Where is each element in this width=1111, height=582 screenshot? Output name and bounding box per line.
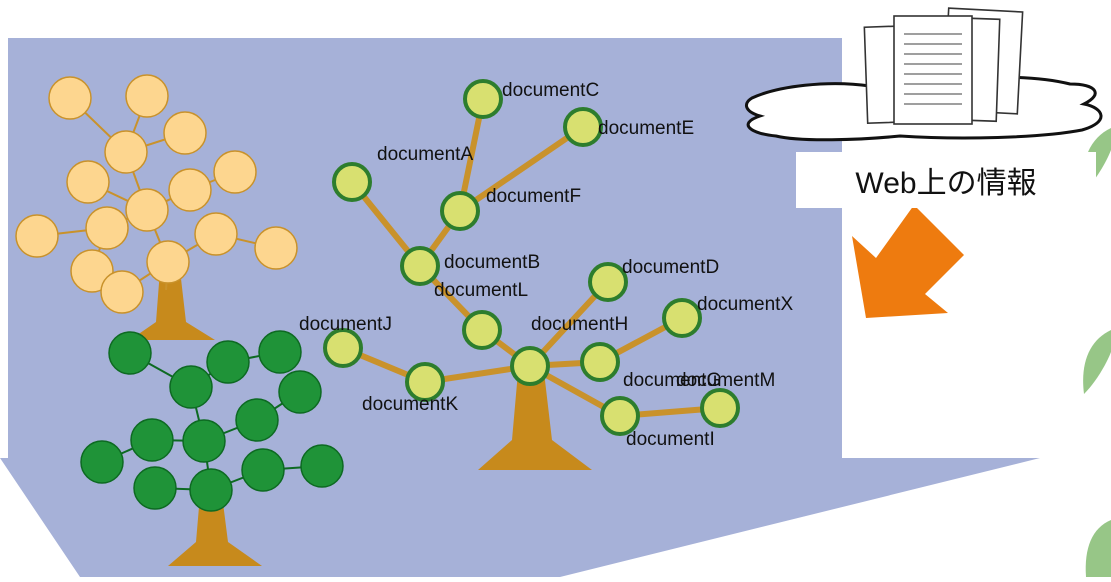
green-tree-node bbox=[206, 340, 250, 384]
doc-label-X: documentX bbox=[697, 294, 793, 315]
yellow-tree-node bbox=[163, 111, 207, 155]
cloud-label-box bbox=[796, 152, 1096, 208]
yellow-tree-node bbox=[194, 212, 238, 256]
orange-arrow bbox=[852, 205, 964, 318]
doc-node-K bbox=[405, 362, 445, 402]
yellow-tree-node bbox=[15, 214, 59, 258]
doc-node-H bbox=[510, 346, 550, 386]
doc-label-H: documentH bbox=[531, 314, 628, 335]
green-tree-node bbox=[169, 365, 213, 409]
doc-label-F: documentF bbox=[486, 186, 581, 207]
doc-node-B bbox=[400, 246, 440, 286]
green-tree-trunk bbox=[168, 495, 262, 566]
yellow-tree-node bbox=[70, 249, 114, 293]
doc-label-C: documentC bbox=[502, 80, 599, 101]
doc-node-E bbox=[563, 107, 603, 147]
doc-label-I: documentI bbox=[626, 429, 715, 450]
doc-node-A bbox=[332, 162, 372, 202]
green-tree-node bbox=[133, 466, 177, 510]
yellow-tree-node bbox=[85, 206, 129, 250]
green-tree-node bbox=[241, 448, 285, 492]
green-tree-node bbox=[80, 440, 124, 484]
yellow-tree-node bbox=[125, 74, 169, 118]
green-tree bbox=[80, 330, 344, 566]
green-tree-node bbox=[258, 330, 302, 374]
doc-node-C bbox=[463, 79, 503, 119]
yellow-tree bbox=[15, 74, 298, 340]
doc-node-D bbox=[588, 262, 628, 302]
doc-label-L: documentL bbox=[434, 280, 528, 301]
green-tree-node bbox=[235, 398, 279, 442]
doc-node-M bbox=[700, 388, 740, 428]
green-tree-node bbox=[108, 331, 152, 375]
green-tree-node bbox=[278, 370, 322, 414]
doc-label-B: documentB bbox=[444, 252, 540, 273]
yellow-tree-trunk bbox=[130, 270, 215, 340]
yellow-tree-node bbox=[213, 150, 257, 194]
yellow-tree-node bbox=[254, 226, 298, 270]
doc-node-G bbox=[580, 342, 620, 382]
document-tree-trunk bbox=[478, 372, 592, 470]
doc-label-M: documentM bbox=[676, 370, 775, 391]
yellow-tree-node bbox=[104, 130, 148, 174]
documents-stack-icon bbox=[863, 7, 1024, 125]
doc-label-D: documentD bbox=[622, 257, 719, 278]
yellow-tree-node bbox=[100, 270, 144, 314]
doc-node-X bbox=[662, 298, 702, 338]
doc-node-J bbox=[323, 328, 363, 368]
doc-node-I bbox=[600, 396, 640, 436]
leaf-icon bbox=[1083, 330, 1111, 394]
green-tree-node bbox=[182, 419, 226, 463]
doc-label-E: documentE bbox=[598, 118, 694, 139]
doc-node-L bbox=[462, 310, 502, 350]
yellow-tree-node bbox=[168, 168, 212, 212]
web-info-cloud: Web上の情報 bbox=[744, 7, 1103, 208]
green-tree-node bbox=[300, 444, 344, 488]
yellow-tree-node bbox=[125, 188, 169, 232]
yellow-tree-node bbox=[66, 160, 110, 204]
yellow-tree-node bbox=[146, 240, 190, 284]
doc-label-J: documentJ bbox=[299, 314, 392, 335]
doc-node-F bbox=[440, 191, 480, 231]
doc-label-K: documentK bbox=[362, 394, 458, 415]
green-tree-node bbox=[130, 418, 174, 462]
yellow-tree-node bbox=[48, 76, 92, 120]
doc-label-A: documentA bbox=[377, 144, 473, 165]
background-arrow bbox=[0, 38, 1040, 577]
leaf-icon bbox=[1085, 520, 1111, 577]
green-tree-node bbox=[189, 468, 233, 512]
document-tree: documentC documentA documentE documentF … bbox=[299, 79, 793, 470]
cloud-label: Web上の情報 bbox=[855, 167, 1036, 200]
doc-label-G: documentG bbox=[623, 370, 721, 391]
